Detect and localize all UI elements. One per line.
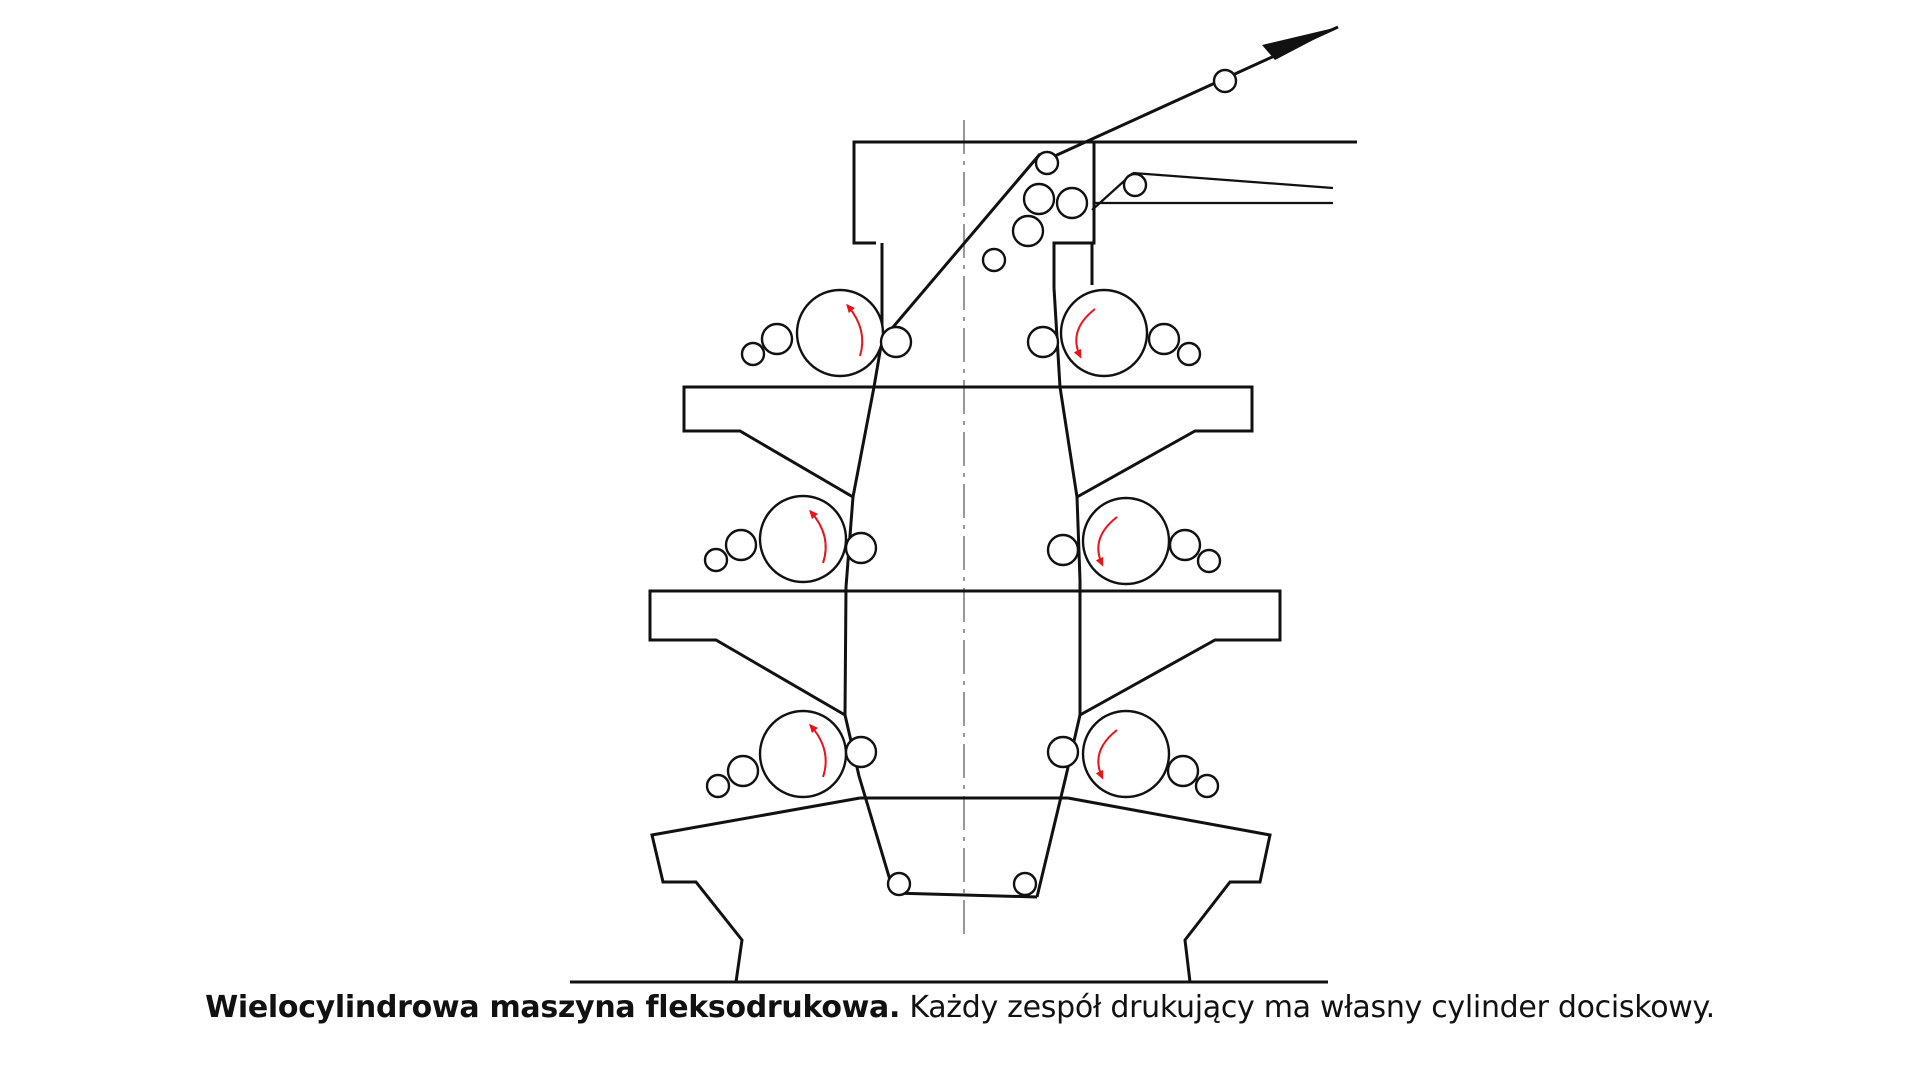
rotation-arrow-icon: [1095, 729, 1118, 780]
web-exit-arrowhead: [1262, 27, 1338, 60]
top-cluster-roller-c: [1011, 214, 1045, 248]
machine-base-right: [1067, 796, 1272, 983]
plate-roller: [879, 325, 913, 359]
impression-cylinder: [1059, 288, 1149, 378]
anilox-roller: [1147, 322, 1181, 356]
print-unit-upper-left: [740, 288, 913, 378]
top-cluster-roller-b: [1055, 186, 1089, 220]
print-unit-lower-right: [1046, 709, 1220, 799]
plate-roller: [1046, 533, 1080, 567]
infeed-web: [1132, 171, 1334, 190]
web-diagonal: [880, 153, 1042, 341]
rotation-arrow-icon: [809, 509, 827, 564]
impression-cylinder: [758, 709, 848, 799]
top-cluster-roller-a: [1022, 182, 1056, 216]
anilox-roller: [1166, 754, 1200, 788]
web-path-right: [1035, 287, 1082, 898]
anilox-roller: [724, 528, 758, 562]
deck-1: [682, 385, 1254, 499]
impression-cylinder: [1081, 496, 1171, 586]
exit-guide-roller: [1212, 68, 1238, 94]
bottom-guide-roller-left: [886, 871, 912, 897]
caption-bold: Wielocylindrowa maszyna fleksodrukowa.: [205, 990, 901, 1025]
print-unit-upper-right: [1026, 288, 1202, 378]
fountain-roller: [1176, 341, 1202, 367]
caption-text: Każdy zespół drukujący ma własny cylinde…: [909, 990, 1715, 1025]
plate-roller: [1026, 325, 1060, 359]
machine-base: [650, 796, 861, 983]
fountain-roller: [703, 547, 729, 573]
figure-caption: Wielocylindrowa maszyna fleksodrukowa. K…: [0, 990, 1920, 1025]
fountain-roller: [705, 773, 731, 799]
impression-cylinder: [1081, 709, 1171, 799]
bottom-guide-roller-right: [1012, 871, 1038, 897]
anilox-roller: [1168, 528, 1202, 562]
rotation-arrow-icon: [809, 723, 827, 778]
web-path-left: [843, 339, 895, 891]
fountain-roller: [1194, 773, 1220, 799]
impression-cylinder: [795, 288, 885, 378]
infeed-roller: [1122, 172, 1148, 198]
rotation-arrow-icon: [846, 303, 864, 357]
anilox-roller: [726, 754, 760, 788]
print-unit-lower-left: [705, 709, 878, 799]
fountain-roller: [1196, 548, 1222, 574]
plate-roller: [844, 735, 878, 769]
print-unit-middle-left: [703, 494, 878, 584]
plate-roller: [1046, 735, 1080, 769]
deck-2: [648, 589, 1282, 717]
rotation-arrow-icon: [1095, 516, 1118, 567]
anilox-roller: [760, 322, 794, 356]
web-path-bottom: [892, 891, 1038, 899]
top-guide-roller: [1034, 150, 1060, 176]
rotation-arrow-icon: [1073, 308, 1096, 359]
print-unit-middle-right: [1046, 496, 1222, 586]
fountain-roller: [740, 341, 766, 367]
impression-cylinder: [758, 494, 848, 584]
top-cluster-roller-d: [981, 247, 1007, 273]
plate-roller: [844, 531, 878, 565]
